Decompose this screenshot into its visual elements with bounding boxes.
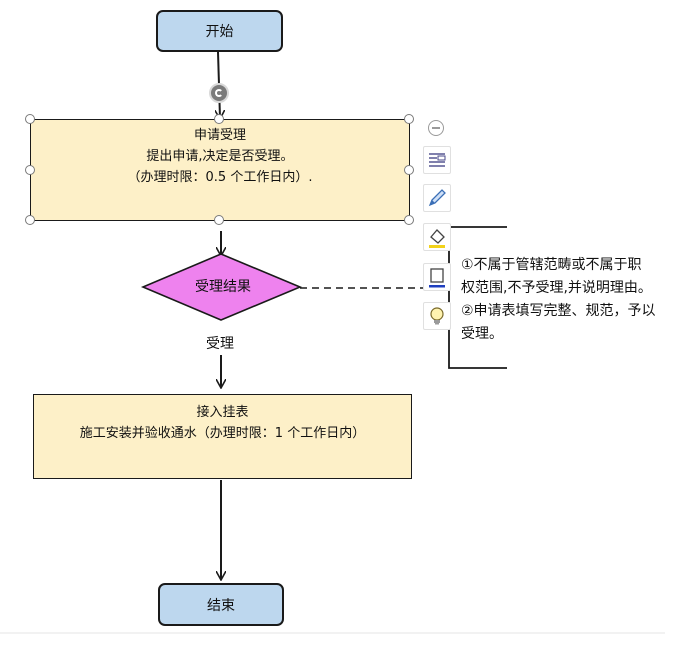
decision-label: 受理结果 xyxy=(195,279,251,295)
connect-process-box[interactable]: 接入挂表 施工安装并验收通水（办理时限：1 个工作日内） xyxy=(33,394,412,479)
note-line-3: ②申请表填写完整、规范，予以 xyxy=(461,303,656,319)
resize-handle-ne[interactable] xyxy=(404,114,414,124)
note-line-2: 权范围,不予受理,并说明理由。 xyxy=(461,280,652,296)
fill-icon xyxy=(429,229,445,248)
resize-handle-w[interactable] xyxy=(25,165,35,175)
accept-line1: 提出申请,决定是否受理。 xyxy=(146,149,294,164)
edge-accept-label: 受理 xyxy=(206,336,234,352)
resize-handle-n[interactable] xyxy=(214,114,224,124)
accept-title: 申请受理 xyxy=(193,128,246,143)
end-label: 结束 xyxy=(207,597,235,614)
decision-diamond[interactable] xyxy=(140,253,303,321)
accept-process-box[interactable]: 申请受理 提出申请,决定是否受理。 （办理时限：0.5 个工作日内）. xyxy=(30,119,410,221)
resize-handle-sw[interactable] xyxy=(25,215,35,225)
resize-handle-se[interactable] xyxy=(404,215,414,225)
connect-line1: 施工安装并验收通水（办理时限：1 个工作日内） xyxy=(79,426,366,441)
layout-icon xyxy=(429,153,446,167)
rotate-handle[interactable] xyxy=(209,83,229,103)
pen-tool-button[interactable] xyxy=(423,184,451,212)
connect-title: 接入挂表 xyxy=(196,405,249,420)
accept-line2: （办理时限：0.5 个工作日内）. xyxy=(127,170,313,185)
pen-icon xyxy=(428,189,446,207)
fill-tool-button[interactable] xyxy=(423,223,451,251)
border-icon xyxy=(429,268,445,288)
start-node[interactable]: 开始 xyxy=(156,10,283,52)
annotation-note[interactable]: ①不属于管辖范畴或不属于职 权范围,不予受理,并说明理由。 ②申请表填写完整、规… xyxy=(461,254,661,346)
border-tool-button[interactable] xyxy=(423,263,451,291)
resize-handle-e[interactable] xyxy=(404,165,414,175)
layout-tool-button[interactable] xyxy=(423,146,451,174)
note-line-1: ①不属于管辖范畴或不属于职 xyxy=(461,257,642,273)
resize-handle-nw[interactable] xyxy=(25,114,35,124)
idea-icon xyxy=(430,307,444,325)
collapse-icon[interactable] xyxy=(428,120,444,136)
idea-tool-button[interactable] xyxy=(423,302,451,330)
note-line-4: 受理。 xyxy=(461,326,503,342)
note-bracket xyxy=(448,226,507,369)
end-node[interactable]: 结束 xyxy=(158,583,284,626)
start-label: 开始 xyxy=(205,24,234,40)
resize-handle-s[interactable] xyxy=(214,215,224,225)
